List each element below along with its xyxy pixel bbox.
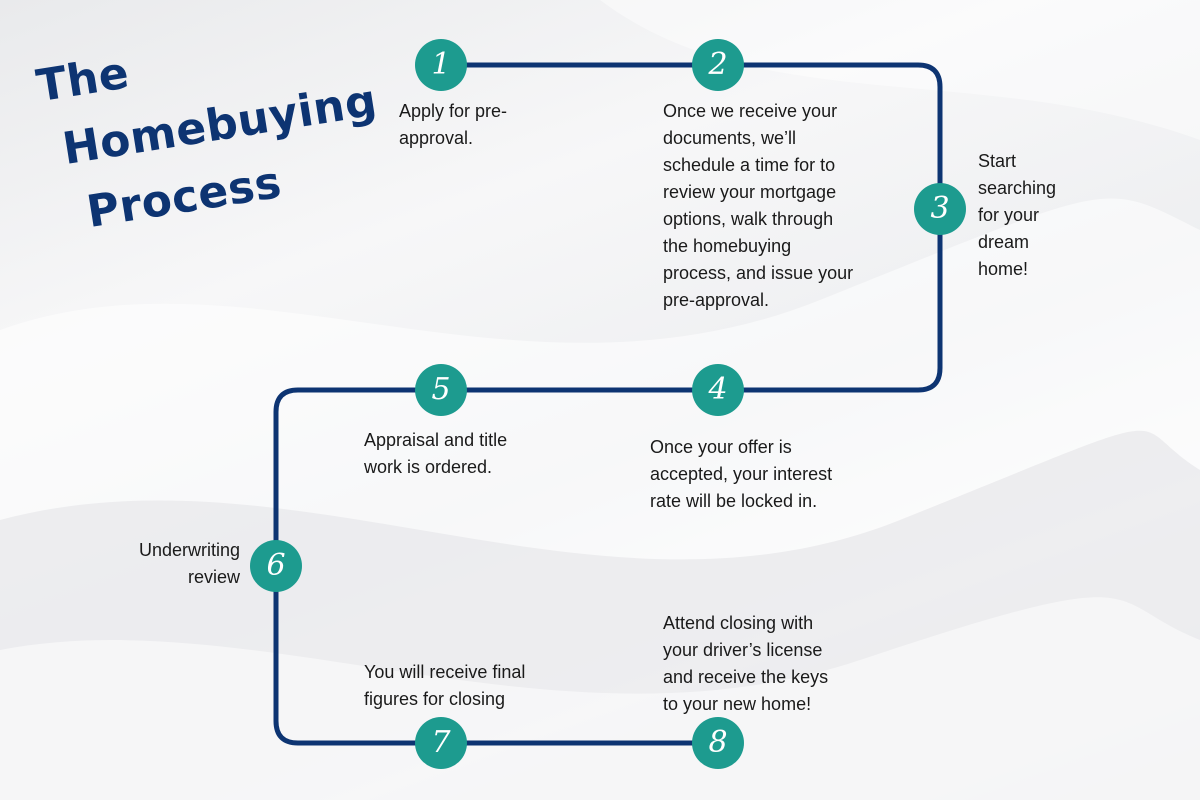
- path-line: [273, 62, 943, 746]
- step-2-badge: 2: [692, 39, 744, 91]
- step-8-badge: 8: [692, 717, 744, 769]
- step-4-text: Once your offer is accepted, your intere…: [650, 437, 833, 511]
- step-6-badge: 6: [250, 540, 302, 592]
- step-1-text: Apply for pre- approval.: [399, 101, 508, 148]
- step-7-text: You will receive final figures for closi…: [364, 662, 526, 709]
- step-4-badge: 4: [692, 364, 744, 416]
- step-5-badge: 5: [415, 364, 467, 416]
- step-6-text: Underwriting review: [138, 540, 240, 587]
- step-1-badge: 1: [415, 39, 467, 91]
- step-3-badge: 3: [914, 183, 966, 235]
- step-3-text: Start searching for your dream home!: [978, 151, 1057, 279]
- step-5-text: Appraisal and title work is ordered.: [364, 430, 508, 477]
- step-8-text: Attend closing with your driver’s licens…: [663, 613, 829, 714]
- step-7-badge: 7: [415, 717, 467, 769]
- step-2-text: Once we receive your documents, we’ll sc…: [663, 101, 854, 310]
